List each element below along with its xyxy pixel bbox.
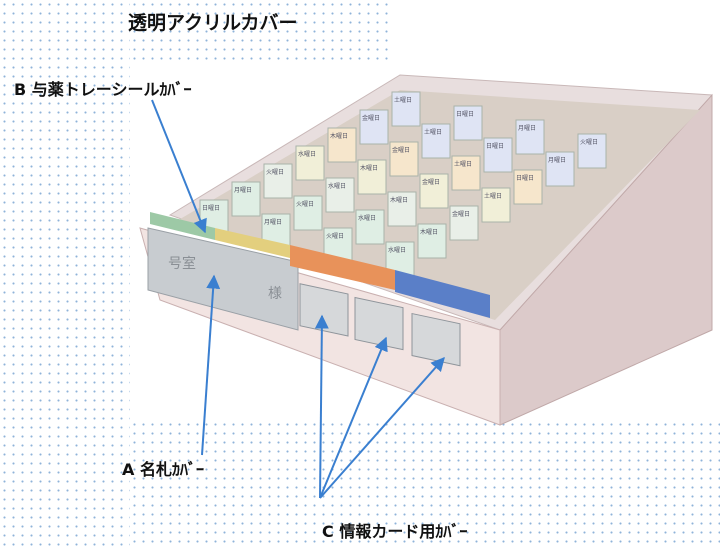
- divider-card-face: [421, 123, 451, 159]
- divider-card-face: [545, 151, 575, 187]
- seal-strip-evening: [290, 245, 395, 290]
- divider-cards: 日曜日月曜日火曜日水曜日木曜日金曜日土曜日月曜日火曜日水曜日木曜日金曜日土曜日日…: [199, 91, 607, 277]
- divider-card-face: [355, 209, 385, 245]
- divider-card-day-label: 土曜日: [394, 96, 412, 104]
- divider-card-face: [481, 187, 511, 223]
- info-card-pocket-1: [299, 283, 349, 337]
- divider-card-day-label: 日曜日: [516, 175, 534, 182]
- divider-card: 水曜日: [325, 177, 355, 213]
- divider-card-day-label: 木曜日: [390, 196, 408, 204]
- divider-card: 水曜日: [295, 145, 325, 181]
- divider-card: 火曜日: [263, 163, 293, 199]
- divider-card: 土曜日: [481, 187, 511, 223]
- divider-card-face: [293, 195, 323, 231]
- divider-card: 金曜日: [419, 173, 449, 209]
- divider-card: 日曜日: [453, 105, 483, 141]
- divider-card-day-label: 金曜日: [452, 210, 470, 218]
- divider-card-day-label: 日曜日: [456, 111, 474, 118]
- divider-card-face: [359, 109, 389, 145]
- divider-card-day-label: 土曜日: [454, 160, 472, 168]
- divider-card: 土曜日: [421, 123, 451, 159]
- divider-card-day-label: 水曜日: [328, 182, 346, 190]
- divider-card-day-label: 水曜日: [388, 246, 406, 254]
- divider-card: 土曜日: [451, 155, 481, 191]
- name-suffix-label: 様: [268, 286, 282, 302]
- divider-card-day-label: 金曜日: [422, 178, 440, 186]
- label-top: 透明アクリルカバー: [128, 12, 298, 34]
- divider-card: 月曜日: [515, 119, 545, 155]
- divider-card: 金曜日: [449, 205, 479, 241]
- divider-card-day-label: 火曜日: [580, 139, 598, 146]
- divider-card-face: [453, 105, 483, 141]
- divider-card-day-label: 金曜日: [362, 114, 380, 122]
- arrow-b: [151, 99, 207, 234]
- divider-card-face: [387, 191, 417, 227]
- divider-card-day-label: 日曜日: [202, 205, 220, 212]
- divider-card-day-label: 木曜日: [360, 164, 378, 172]
- divider-card-face: [389, 141, 419, 177]
- divider-card-face: [263, 163, 293, 199]
- divider-card-day-label: 火曜日: [296, 201, 314, 208]
- divider-card-face: [417, 223, 447, 259]
- divider-card-day-label: 木曜日: [330, 132, 348, 140]
- arrow-a: [201, 274, 221, 456]
- seal-strip-noon: [215, 228, 290, 258]
- arrow-c-3: [319, 356, 445, 499]
- divider-card-face: [391, 91, 421, 127]
- divider-card-face: [325, 177, 355, 213]
- divider-card: 木曜日: [327, 127, 357, 163]
- divider-card-face: [231, 181, 261, 217]
- divider-card: 木曜日: [387, 191, 417, 227]
- divider-card-day-label: 日曜日: [486, 143, 504, 150]
- divider-card-face: [327, 127, 357, 163]
- divider-card-face: [449, 205, 479, 241]
- arrow-c-1: [314, 314, 329, 499]
- divider-card-day-label: 火曜日: [266, 169, 284, 176]
- divider-card-face: [357, 159, 387, 195]
- label-c: C 情報カード用ｶﾊﾞｰ: [322, 522, 468, 541]
- divider-card-face: [295, 145, 325, 181]
- divider-card-face: [483, 137, 513, 173]
- divider-card: 木曜日: [357, 159, 387, 195]
- divider-card: 金曜日: [359, 109, 389, 145]
- divider-card-day-label: 月曜日: [518, 125, 536, 132]
- name-plate-cover: [147, 227, 299, 331]
- divider-card-face: [577, 133, 607, 169]
- divider-card-day-label: 月曜日: [548, 157, 566, 164]
- divider-card: 月曜日: [231, 181, 261, 217]
- divider-card: 土曜日: [391, 91, 421, 127]
- divider-card: 日曜日: [513, 169, 543, 205]
- divider-card-day-label: 水曜日: [358, 214, 376, 222]
- label-b: B 与薬トレーシールｶﾊﾞｰ: [14, 80, 192, 99]
- label-a: A 名札ｶﾊﾞｰ: [122, 460, 204, 479]
- divider-card: 日曜日: [483, 137, 513, 173]
- dot-pattern-bottom: [130, 420, 720, 548]
- room-label: 号室: [168, 255, 196, 272]
- divider-card-face: [515, 119, 545, 155]
- seal-strip-night: [395, 270, 490, 318]
- divider-card-face: [513, 169, 543, 205]
- divider-card-face: [419, 173, 449, 209]
- divider-card: 木曜日: [417, 223, 447, 259]
- divider-card: 月曜日: [545, 151, 575, 187]
- divider-card-day-label: 月曜日: [234, 187, 252, 194]
- divider-card: 水曜日: [355, 209, 385, 245]
- divider-card: 火曜日: [293, 195, 323, 231]
- divider-card-day-label: 木曜日: [420, 228, 438, 236]
- divider-card: 金曜日: [389, 141, 419, 177]
- dot-pattern-top: [130, 0, 390, 60]
- divider-card-day-label: 火曜日: [326, 233, 344, 240]
- divider-card-day-label: 水曜日: [298, 150, 316, 158]
- divider-card-face: [451, 155, 481, 191]
- divider-card: 火曜日: [577, 133, 607, 169]
- arrow-c-2: [319, 336, 388, 499]
- divider-card-day-label: 金曜日: [392, 146, 410, 154]
- divider-card-day-label: 月曜日: [264, 219, 282, 226]
- divider-card-day-label: 土曜日: [424, 128, 442, 136]
- dot-pattern-top-left: [0, 0, 130, 548]
- divider-card-day-label: 土曜日: [484, 192, 502, 200]
- divider-card: 水曜日: [385, 241, 415, 277]
